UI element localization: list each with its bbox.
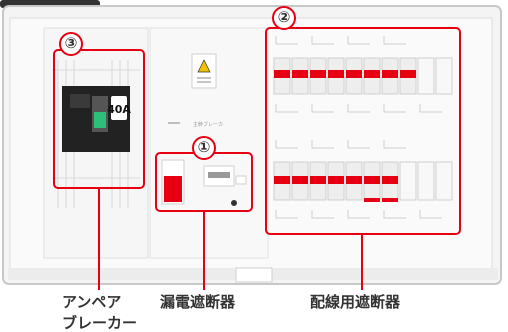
wiring-breaker-row-top [273,57,453,95]
leakage-breaker-tab [235,175,247,185]
warning-icon [197,59,211,73]
caption-ampere-breaker: アンペア [62,293,122,311]
leakage-breaker-red-switch [164,176,182,202]
ampere-breaker-window [70,94,90,108]
caption-earth-leakage-breaker: 漏電遮断器 [160,293,236,311]
leakage-test-button [231,200,237,206]
marker-leakage-number: ① [197,138,211,156]
wiring-label-strips-top [275,36,442,113]
leader-lines [98,188,363,290]
leakage-breaker-toggle [208,172,230,178]
wiring-breaker-row-bottom [273,161,453,202]
marker-wiring [272,6,296,30]
main-breaker-label: 主幹ブレーカ [193,121,223,128]
ampere-breaker-indicator [94,112,106,128]
marker-ampere-number: ③ [64,34,78,52]
panel-latch [235,267,273,283]
marker-ampere [59,32,83,56]
caption-wiring-breaker: 配線用遮断器 [310,293,401,311]
caption-ampere-breaker-cont: ブレーカー [62,314,138,332]
wiring-label-strips-bottom [275,140,442,219]
marker-leakage [192,136,216,160]
marker-wiring-number: ② [277,8,291,26]
ampere-rating-plate [111,96,127,120]
ampere-rating-text: 40A [107,103,131,116]
